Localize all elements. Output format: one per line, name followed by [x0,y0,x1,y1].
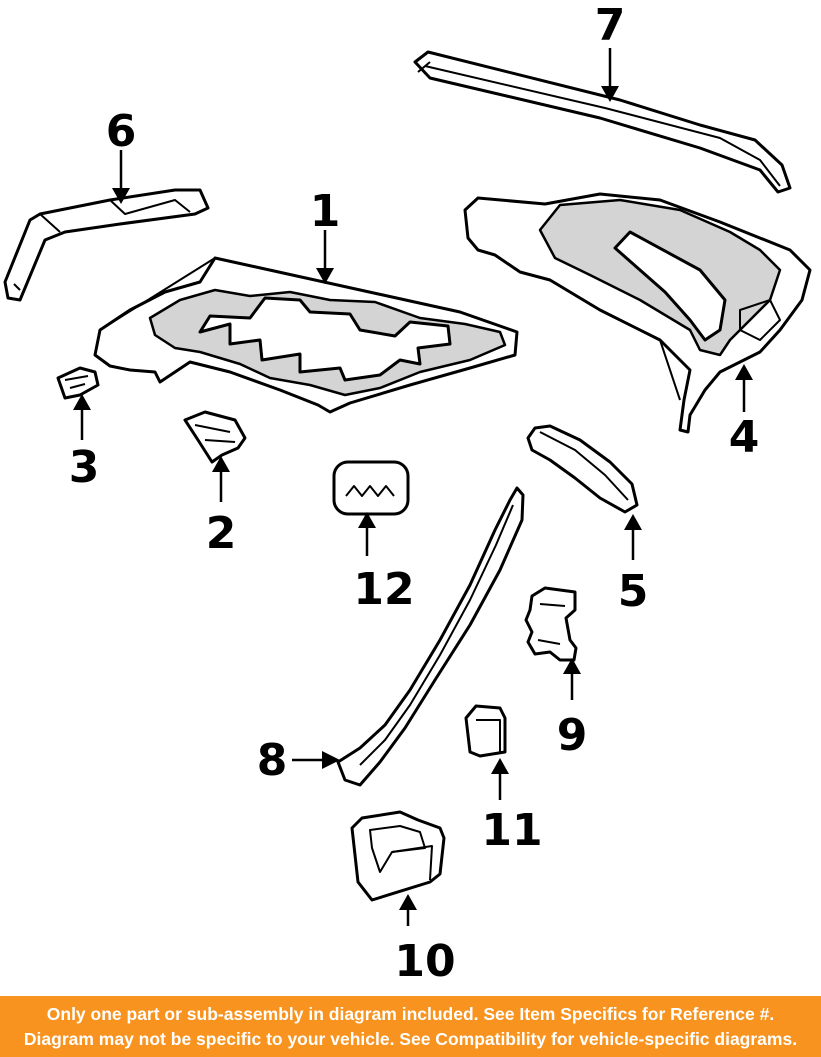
callout-8: 8 [257,735,288,786]
part-2-bracket [183,410,247,464]
part-7-roof-rail [413,50,792,194]
part-9-plate [524,586,578,662]
callout-2: 2 [206,508,237,559]
callout-6: 6 [106,106,137,157]
callout-numbers: 7 6 1 4 3 2 12 5 9 8 11 10 [69,0,760,987]
part-1-package-tray [93,256,519,414]
part-5-trim [526,424,639,514]
disclaimer-line-1: Only one part or sub-assembly in diagram… [46,1003,775,1024]
callout-4: 4 [729,412,760,463]
callout-3: 3 [69,442,100,493]
part-8-pillar-trim [336,486,525,787]
callout-12: 12 [353,564,414,615]
part-11-block [464,704,507,758]
part-10-bin [350,810,446,902]
part-6-bracket [3,188,210,302]
part-12-plug [332,460,410,516]
parts-diagram: 7 6 1 4 3 2 12 5 9 8 11 10 [3,0,812,987]
callout-11: 11 [481,805,542,856]
disclaimer-line-2: Diagram may not be specific to your vehi… [23,1028,798,1049]
callout-10: 10 [394,936,455,987]
callout-9: 9 [557,710,588,761]
callout-7: 7 [595,0,626,51]
part-3-clip [56,366,100,400]
callout-1: 1 [310,186,341,237]
leader-lines [73,48,753,926]
disclaimer-banner: Only one part or sub-assembly in diagram… [0,996,821,1057]
part-4-quarter-panel [463,192,812,434]
callout-5: 5 [618,566,649,617]
